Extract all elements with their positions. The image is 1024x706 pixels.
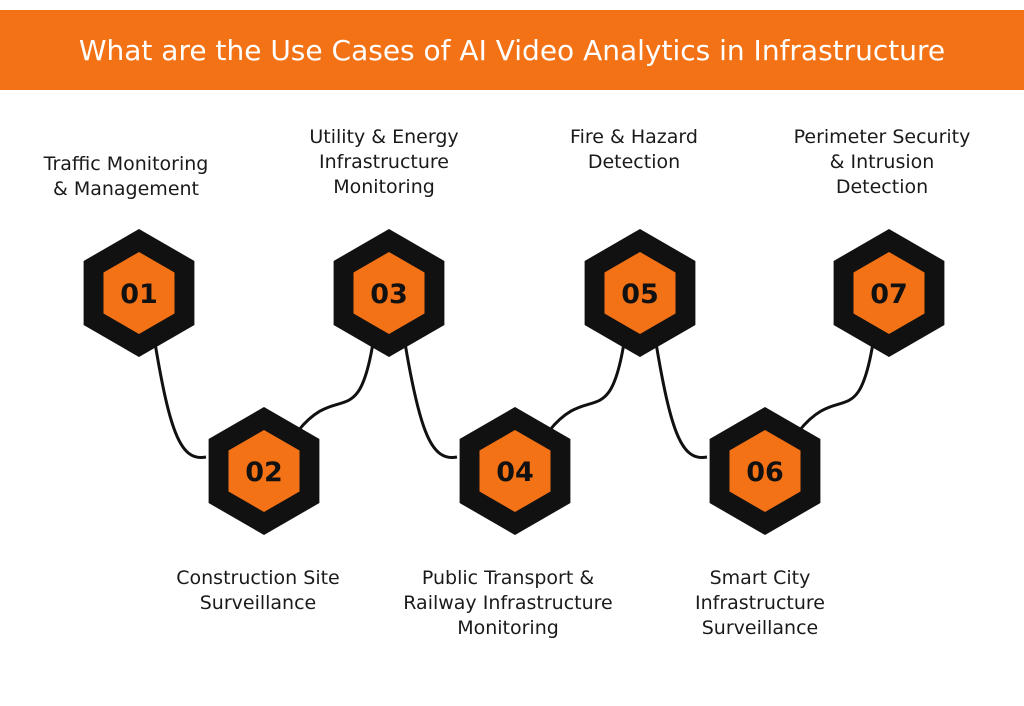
hexagon-inner	[853, 252, 925, 334]
connector-3-4	[403, 342, 458, 460]
step-label-line: Detection	[835, 176, 929, 198]
hexagon-inner	[103, 252, 175, 334]
hexagon-inner	[479, 430, 551, 512]
page-title: What are the Use Cases of AI Video Analy…	[78, 33, 946, 67]
step-label-line: Traffic Monitoring	[43, 153, 209, 175]
step-node-02: 02	[208, 407, 320, 535]
step-label-line: Perimeter Security	[793, 126, 971, 148]
hexagon-inner	[353, 252, 425, 334]
connector-2-3	[296, 342, 375, 432]
step-label-line: Surveillance	[701, 617, 819, 639]
step-node-07: 07	[833, 229, 945, 357]
step-node-05: 05	[584, 229, 696, 357]
step-label-line: Detection	[587, 151, 681, 173]
step-number: 06	[746, 457, 784, 488]
hexagon-inner	[729, 430, 801, 512]
step-label-line: Monitoring	[457, 617, 559, 639]
step-node-04: 04	[459, 407, 571, 535]
hexagon-inner	[228, 430, 300, 512]
step-node-03: 03	[333, 229, 445, 357]
connector-lines	[153, 342, 875, 460]
step-label-line: Monitoring	[333, 176, 435, 198]
step-number: 05	[621, 279, 659, 310]
step-label-line: Smart City	[709, 567, 811, 589]
title-banner: What are the Use Cases of AI Video Analy…	[0, 10, 1024, 90]
connector-6-7	[797, 342, 875, 432]
connector-1-2	[153, 342, 207, 460]
step-label-line: Infrastructure	[694, 592, 825, 614]
step-node-01: 01	[83, 229, 195, 357]
connector-5-6	[654, 342, 708, 460]
step-label-line: Utility & Energy	[309, 126, 459, 148]
step-label-line: & Intrusion	[829, 151, 935, 173]
step-node-06: 06	[709, 407, 821, 535]
step-number: 03	[370, 279, 408, 310]
hexagon-inner	[604, 252, 676, 334]
step-label-line: Public Transport &	[421, 567, 595, 589]
step-label-01: Traffic Monitoring & Management	[6, 152, 246, 202]
step-label-line: Infrastructure	[318, 151, 449, 173]
step-number: 07	[870, 279, 908, 310]
step-label-04: Public Transport & Railway Infrastructure…	[388, 566, 628, 641]
step-number: 02	[245, 457, 283, 488]
step-label-line: & Management	[52, 178, 200, 200]
step-number: 04	[496, 457, 534, 488]
hexagon-nodes: 01 02 03 04 05 06 07	[83, 229, 945, 535]
step-number: 01	[120, 279, 158, 310]
step-label-line: Fire & Hazard	[570, 126, 698, 148]
step-label-line: Construction Site	[176, 567, 340, 589]
step-label-line: Railway Infrastructure	[403, 592, 613, 614]
step-label-line: Surveillance	[199, 592, 317, 614]
connector-4-5	[547, 342, 626, 432]
